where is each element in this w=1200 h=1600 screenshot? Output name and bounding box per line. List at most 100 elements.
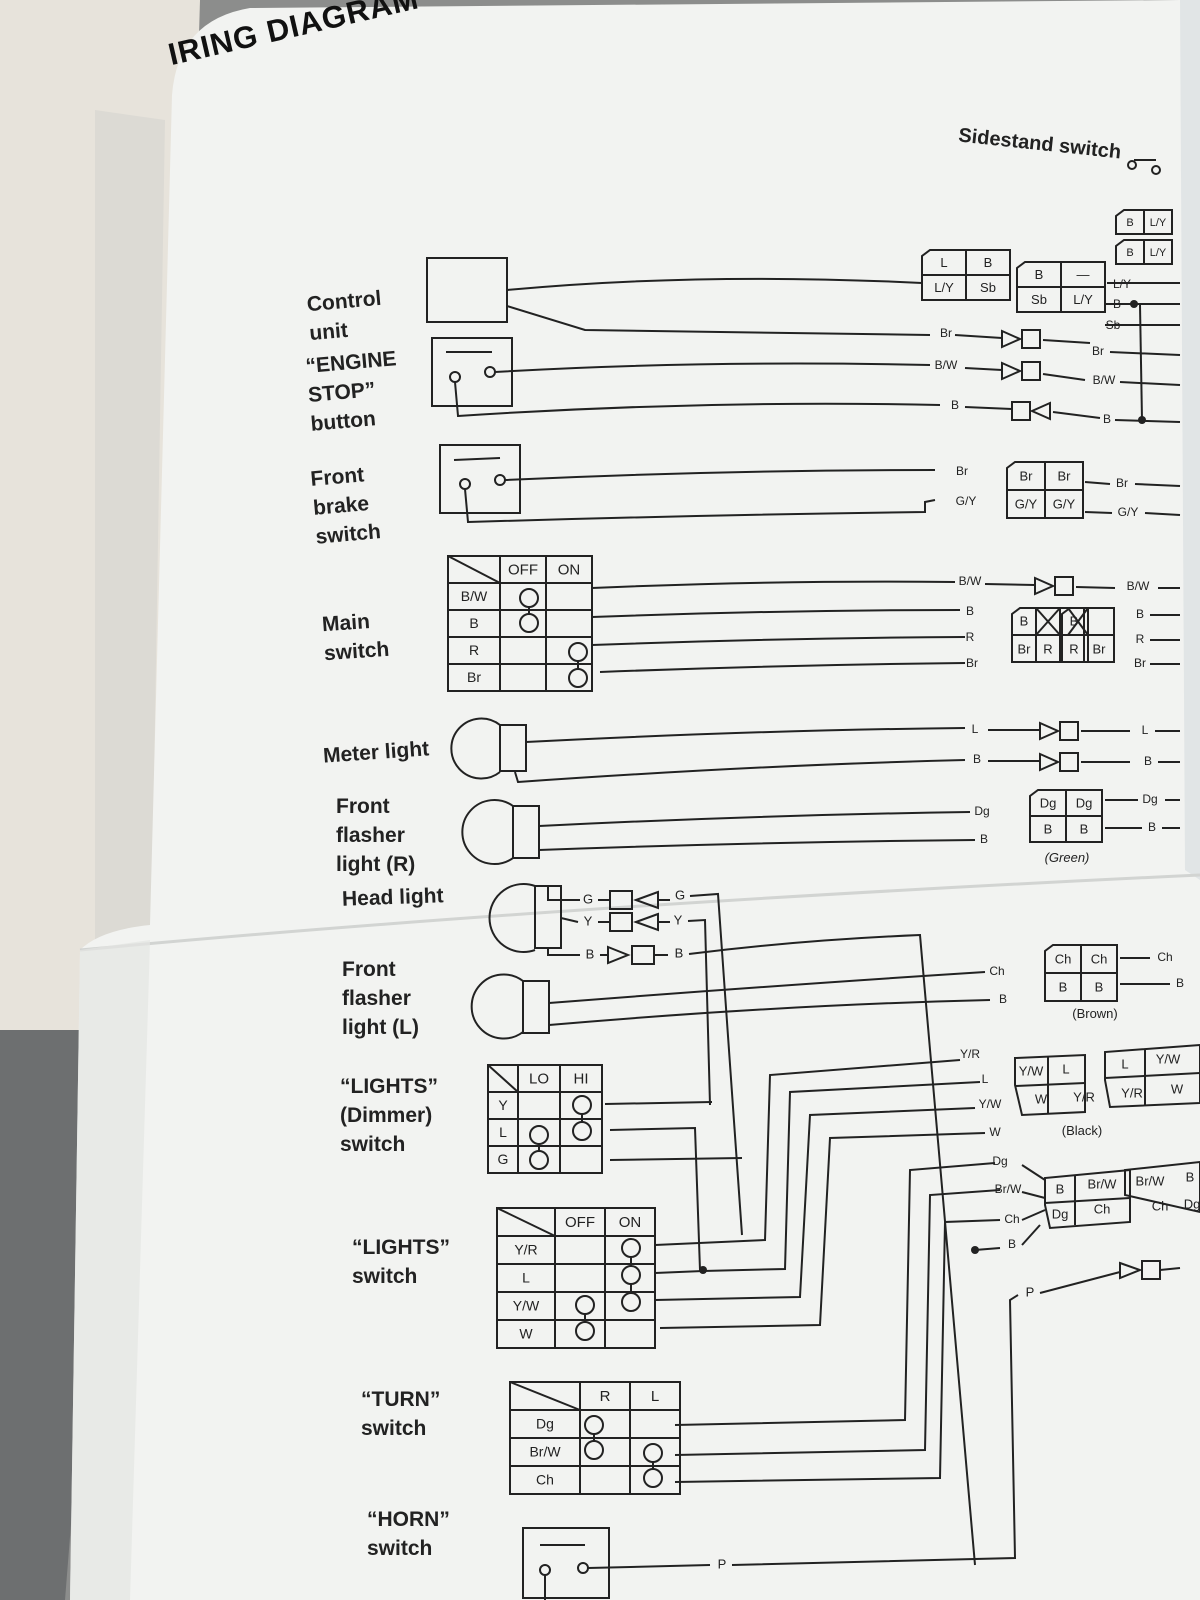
wire (984, 583, 1036, 586)
main-switch-table (447, 555, 593, 692)
connector-pin-label: Br (1020, 468, 1034, 483)
wire (1159, 1267, 1181, 1271)
wire-flasher-l (548, 971, 986, 1004)
wire-color-label: W (989, 1125, 1001, 1139)
junction-dot (971, 1246, 979, 1254)
wire-color-label: Sb (1106, 318, 1121, 332)
wire-main (591, 609, 961, 618)
wire-horn (587, 1564, 711, 1569)
grid-diagonal (509, 1381, 581, 1411)
label-line: switch (323, 637, 391, 666)
wire-color-label: B (675, 945, 684, 960)
wire-turn-brw (674, 1189, 1001, 1456)
connector-pin-label: B (1080, 821, 1089, 836)
wire-color-label: L (972, 722, 979, 736)
wire-main (599, 662, 966, 673)
switch-col-header: ON (558, 561, 581, 578)
connector-sidestand (1115, 209, 1173, 235)
wire (1134, 483, 1181, 487)
wire-color-label: L/Y (1113, 277, 1131, 291)
wire-color-label: B (1186, 1169, 1195, 1184)
wire-color-label: Br (1134, 656, 1146, 670)
wire-flasher-r (538, 839, 976, 851)
label-line: Front (336, 795, 390, 818)
connector-turn-b (1124, 1160, 1200, 1214)
wire-color-label: Y (674, 912, 683, 927)
connector-pin-label: Dg (1076, 795, 1093, 810)
wire-color-label: G/Y (956, 494, 977, 508)
connector-pin-label: L/Y (1150, 217, 1167, 229)
wire-color-label: Y/W (1156, 1051, 1181, 1066)
wire (1084, 481, 1111, 485)
switch-col-header: ON (619, 1214, 642, 1231)
label-line: switch (314, 520, 382, 549)
connector-main-b (1061, 607, 1115, 663)
plug-box (1059, 721, 1079, 741)
plug-triangle (1039, 752, 1061, 772)
connector-pin-label: Ch (1091, 951, 1108, 966)
wire-color-label: B (966, 604, 974, 618)
connector-black-b (1104, 1043, 1200, 1109)
connector-pin-label: Ch (1055, 951, 1072, 966)
label-line: light (L) (342, 1016, 419, 1039)
wire-color-label: B/W (1093, 373, 1116, 387)
connector-pin-label: B (1035, 267, 1044, 282)
wire-color-label: L (982, 1072, 989, 1086)
connector-pin-label: B (1059, 979, 1068, 994)
horn-switch-box (522, 1527, 610, 1599)
label-line: Front (342, 958, 396, 981)
connector-pin-label: B (1126, 247, 1133, 259)
connector-caption: (Black) (1062, 1123, 1102, 1138)
switch-row-label: G (498, 1151, 509, 1167)
wire-color-label: Br (1093, 641, 1107, 656)
wire (964, 406, 1013, 410)
connector-pin-label: L/Y (1073, 292, 1093, 307)
plug-triangle (1039, 721, 1061, 741)
wire-color-label: G/Y (1118, 505, 1139, 519)
switch-row-label: Br (467, 669, 481, 685)
flasher-l-socket (522, 980, 550, 1034)
wire-color-label: P (718, 1556, 727, 1571)
plug-triangle (1029, 401, 1051, 421)
wire-meter (514, 759, 966, 784)
label-line: “HORN” (367, 1508, 450, 1531)
wire-color-label: Br (966, 656, 978, 670)
wire-lights-yr (654, 1059, 961, 1246)
label-line: switch (367, 1537, 433, 1560)
wire (1042, 339, 1091, 344)
wire-color-label: B (1136, 607, 1144, 621)
sidestand-terminal (1127, 160, 1137, 170)
wire-front-brake (504, 469, 936, 481)
connector-pin-label: B (1044, 821, 1053, 836)
meter-light-socket (499, 724, 527, 772)
switch-row-label: B (469, 615, 478, 631)
wire-color-label: Y/W (1019, 1063, 1044, 1078)
wire-color-label: B (1144, 754, 1152, 768)
wire-color-label: Ch (1152, 1198, 1169, 1213)
label-turn-switch: “TURN” switch (361, 1385, 440, 1443)
wire (1039, 1271, 1121, 1294)
label-line: switch (340, 1133, 406, 1156)
wire-color-label: Ch (989, 964, 1004, 978)
plug-triangle (607, 945, 631, 965)
label-main-switch: Main switch (321, 606, 390, 668)
wire-color-label: B (1103, 412, 1111, 426)
wire-color-label: B (1020, 613, 1029, 628)
wire-turn-ch (674, 1219, 1001, 1483)
wire-color-label: B (1176, 976, 1184, 990)
wire-color-label: R (1069, 641, 1078, 656)
connector-pin-label: Br (1058, 468, 1072, 483)
wire-color-label: Y/R (960, 1047, 980, 1061)
wire-color-label: Br (940, 326, 952, 340)
wire-control-unit (506, 277, 923, 291)
wire-color-label: Dg (1184, 1196, 1200, 1211)
lights-switch-table (496, 1207, 656, 1349)
plug-box (609, 912, 633, 932)
plug-triangle (1001, 361, 1023, 381)
wire-color-label: Br/W (1088, 1176, 1118, 1191)
plug-box (609, 890, 633, 910)
wire-color-label: B (980, 832, 988, 846)
wire-color-label: Dg (1142, 792, 1157, 806)
wire (1104, 1072, 1200, 1079)
